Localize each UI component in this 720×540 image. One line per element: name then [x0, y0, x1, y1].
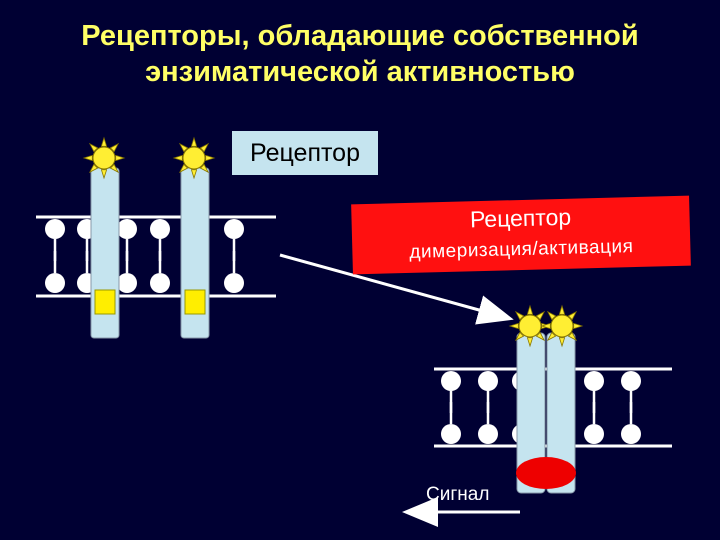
banner-title: Рецептор	[469, 203, 572, 233]
lipid-head	[621, 424, 641, 444]
lipid-head	[441, 371, 461, 391]
lipid-pair	[478, 371, 498, 444]
receptor-monomer-2	[172, 136, 216, 339]
ligand-1-icon	[82, 136, 126, 180]
active-kinase-domain	[516, 457, 576, 489]
banner-subtitle: димеризация/активация	[409, 236, 634, 263]
receptor-2-kinase-domain	[184, 289, 206, 315]
left-lipid-heads	[45, 219, 244, 293]
lipid-head	[150, 273, 170, 293]
lipid-head	[621, 371, 641, 391]
lipid-head	[224, 273, 244, 293]
lipid-pair	[150, 219, 170, 293]
lipid-pair	[117, 219, 137, 293]
dimerization-arrow	[279, 253, 514, 325]
receptor-monomer-1	[82, 136, 126, 339]
lipid-head	[150, 219, 170, 239]
receptor-1-kinase-domain	[94, 289, 116, 315]
title-line-2: энзиматической активностью	[145, 56, 575, 88]
lipid-head	[45, 273, 65, 293]
lipid-pair	[621, 371, 641, 444]
lipid-pair	[441, 371, 461, 444]
lipid-head	[584, 424, 604, 444]
dimerization-banner: Рецептор димеризация/активация	[351, 195, 691, 275]
lipid-head	[117, 273, 137, 293]
title-line-1: Рецепторы, обладающие собственной	[81, 20, 639, 52]
receptor-dimer	[508, 304, 584, 494]
lipid-head	[478, 371, 498, 391]
lipid-head	[45, 219, 65, 239]
dimer-ligand-2-icon	[540, 304, 584, 348]
receptor-label-box: Рецептор	[232, 131, 378, 175]
signal-label: Сигнал	[426, 484, 490, 505]
lipid-head	[584, 371, 604, 391]
lipid-head	[441, 424, 461, 444]
receptor-label: Рецептор	[250, 139, 360, 167]
lipid-pair	[224, 219, 244, 293]
slide-title: Рецепторы, обладающие собственной энзима…	[0, 18, 720, 90]
lipid-head	[224, 219, 244, 239]
lipid-head	[478, 424, 498, 444]
lipid-pair	[45, 219, 65, 293]
left-membrane	[36, 215, 276, 298]
lipid-pair	[584, 371, 604, 444]
ligand-2-icon	[172, 136, 216, 180]
lipid-head	[117, 219, 137, 239]
